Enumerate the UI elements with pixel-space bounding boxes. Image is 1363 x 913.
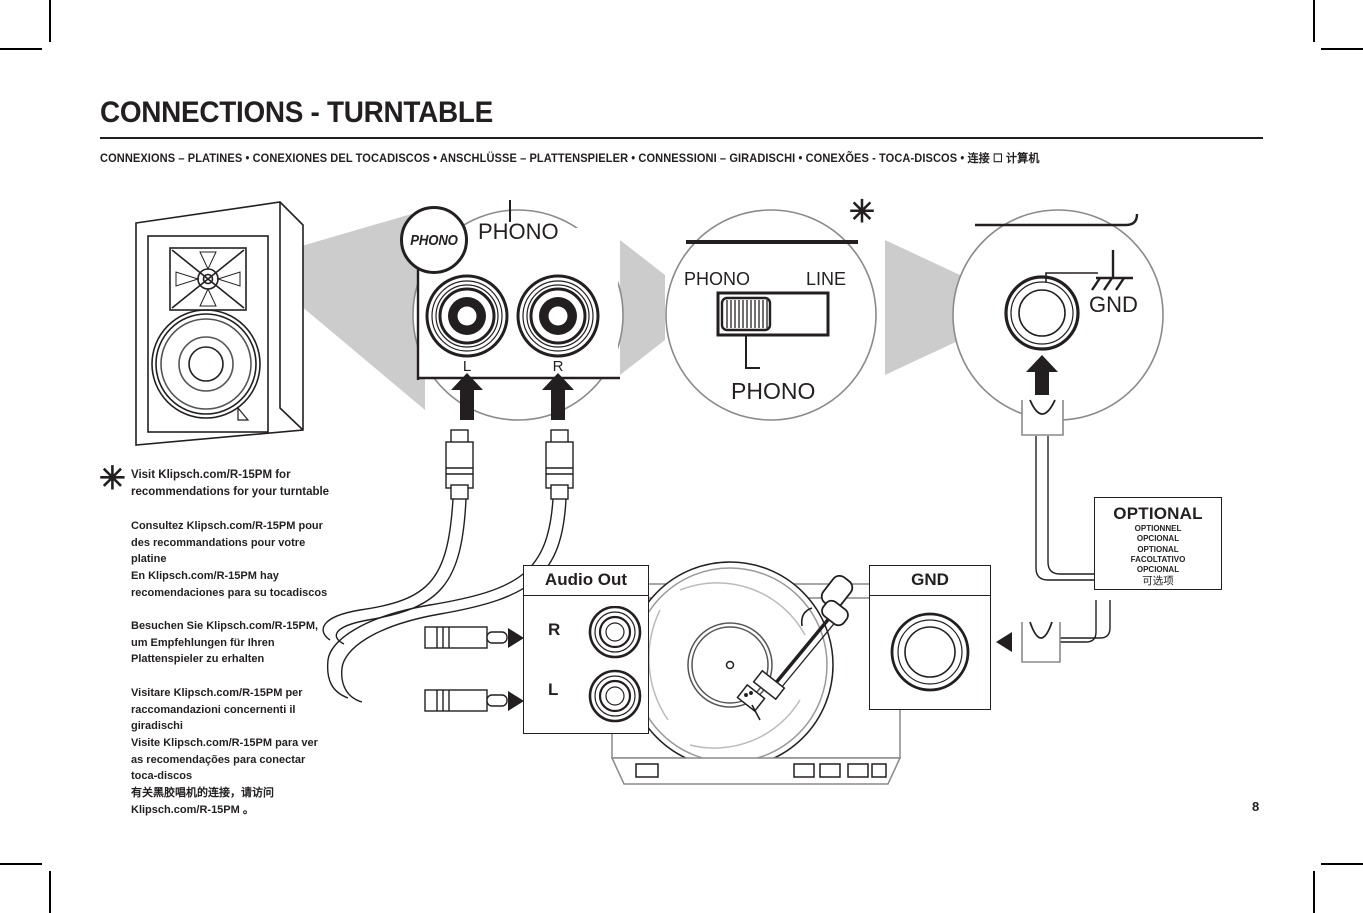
crop-mark-top-right (1313, 0, 1315, 42)
audio-out-label-r: R (548, 620, 561, 639)
rca-plug-vertical-left (445, 429, 474, 500)
footnote-line-de: Besuchen Sie Klipsch.com/R-15PM, um Empf… (131, 620, 319, 665)
gnd-post (1004, 275, 1080, 351)
switch-position-label: PHONO (731, 378, 816, 404)
crop-mark-right-bottom (1321, 863, 1363, 865)
rca-plug-horizontal-upper (424, 626, 508, 649)
title-divider (100, 137, 1263, 139)
switch-asterisk-marker: ✳ (849, 194, 875, 229)
page-title: CONNECTIONS - TURNTABLE (100, 96, 493, 129)
gnd-panel: GND (869, 565, 991, 710)
footnote-line-fr: Consultez Klipsch.com/R-15PM pour des re… (131, 520, 323, 565)
phono-heading-label: PHONO (478, 219, 559, 244)
gnd-callout-label: GND (1089, 292, 1138, 317)
spade-connector-bottom (1021, 621, 1061, 663)
phono-badge: PHONO (400, 206, 468, 274)
audio-out-title: Audio Out (524, 566, 648, 596)
optional-translation-de: OPTIONAL (1137, 544, 1179, 554)
zoom-cone-speaker (288, 210, 425, 410)
optional-box: OPTIONAL OPTIONNEL OPCIONAL OPTIONAL FAC… (1094, 497, 1222, 590)
arrow-into-audio-out-l (508, 691, 524, 711)
footnote-line-zh: 有关黑胶唱机的连接，请访问 Klipsch.com/R-15PM 。 (131, 787, 274, 816)
phono-jack-left (425, 274, 509, 358)
arrow-into-audio-out-r (508, 628, 524, 648)
ground-wire (1035, 436, 1111, 643)
arrow-up-gnd (1026, 355, 1058, 395)
arrow-into-gnd-panel (996, 632, 1012, 652)
phono-badge-label: PHONO (410, 231, 458, 249)
audio-out-panel: Audio Out R L (523, 565, 649, 734)
switch-label-line: LINE (806, 269, 847, 289)
footnote-line-es: En Klipsch.com/R-15PM hay recomendacione… (131, 570, 328, 599)
rca-plug-vertical-right (545, 429, 574, 500)
jack-label-right: R (552, 358, 564, 375)
audio-out-label-l: L (548, 680, 559, 699)
optional-translation-it: FACOLTATIVO (1130, 554, 1186, 564)
subtitle-multilingual: CONNEXIONS – PLATINES • CONEXIONES DEL T… (100, 153, 1040, 165)
turntable-illustration (610, 561, 902, 785)
callout-phono-line-switch (665, 209, 877, 421)
switch-toggle (720, 296, 772, 332)
arrow-up-left (451, 373, 483, 420)
footnote-line-en: Visit Klipsch.com/R-15PM for recommendat… (131, 469, 330, 498)
phono-jack-right (516, 274, 600, 358)
audio-out-jacks (588, 606, 642, 723)
switch-label-phono: PHONO (684, 269, 751, 289)
callout-ground-terminal (952, 209, 1164, 436)
earth-ground-icon (1091, 250, 1133, 291)
optional-translation-es: OPCIONAL (1136, 534, 1180, 544)
spade-connector-top (1021, 400, 1064, 436)
arrow-up-right (542, 373, 574, 420)
speaker-illustration (135, 201, 304, 446)
jack-label-left: L (462, 358, 472, 375)
crop-mark-bottom-left (49, 871, 51, 913)
gnd-panel-title: GND (870, 566, 990, 596)
gnd-panel-post (890, 612, 970, 692)
optional-translation-pt: OPCIONAL (1136, 565, 1180, 575)
footnote-line-it: Visitare Klipsch.com/R-15PM per raccoman… (131, 687, 303, 732)
crop-mark-left-bottom (0, 863, 42, 865)
optional-title: OPTIONAL (1113, 504, 1203, 523)
crop-mark-top-left (49, 0, 51, 42)
optional-translation-zh: 可选项 (1142, 575, 1174, 588)
callout-phono-inputs (412, 200, 624, 421)
crop-mark-right-top (1321, 48, 1363, 50)
zoom-cone-2 (885, 240, 960, 375)
zoom-cone-1 (620, 240, 665, 375)
footnote-asterisk-icon: ✳ (99, 460, 126, 496)
tonearm (736, 574, 854, 721)
crop-mark-left-top (0, 48, 42, 50)
rca-plug-horizontal-lower (424, 689, 508, 712)
optional-translation-fr: OPTIONNEL (1134, 524, 1182, 533)
crop-mark-bottom-right (1313, 871, 1315, 913)
page-number: 8 (1252, 799, 1260, 814)
footnote-line-pt: Visite Klipsch.com/R-15PM para ver as re… (131, 737, 318, 782)
